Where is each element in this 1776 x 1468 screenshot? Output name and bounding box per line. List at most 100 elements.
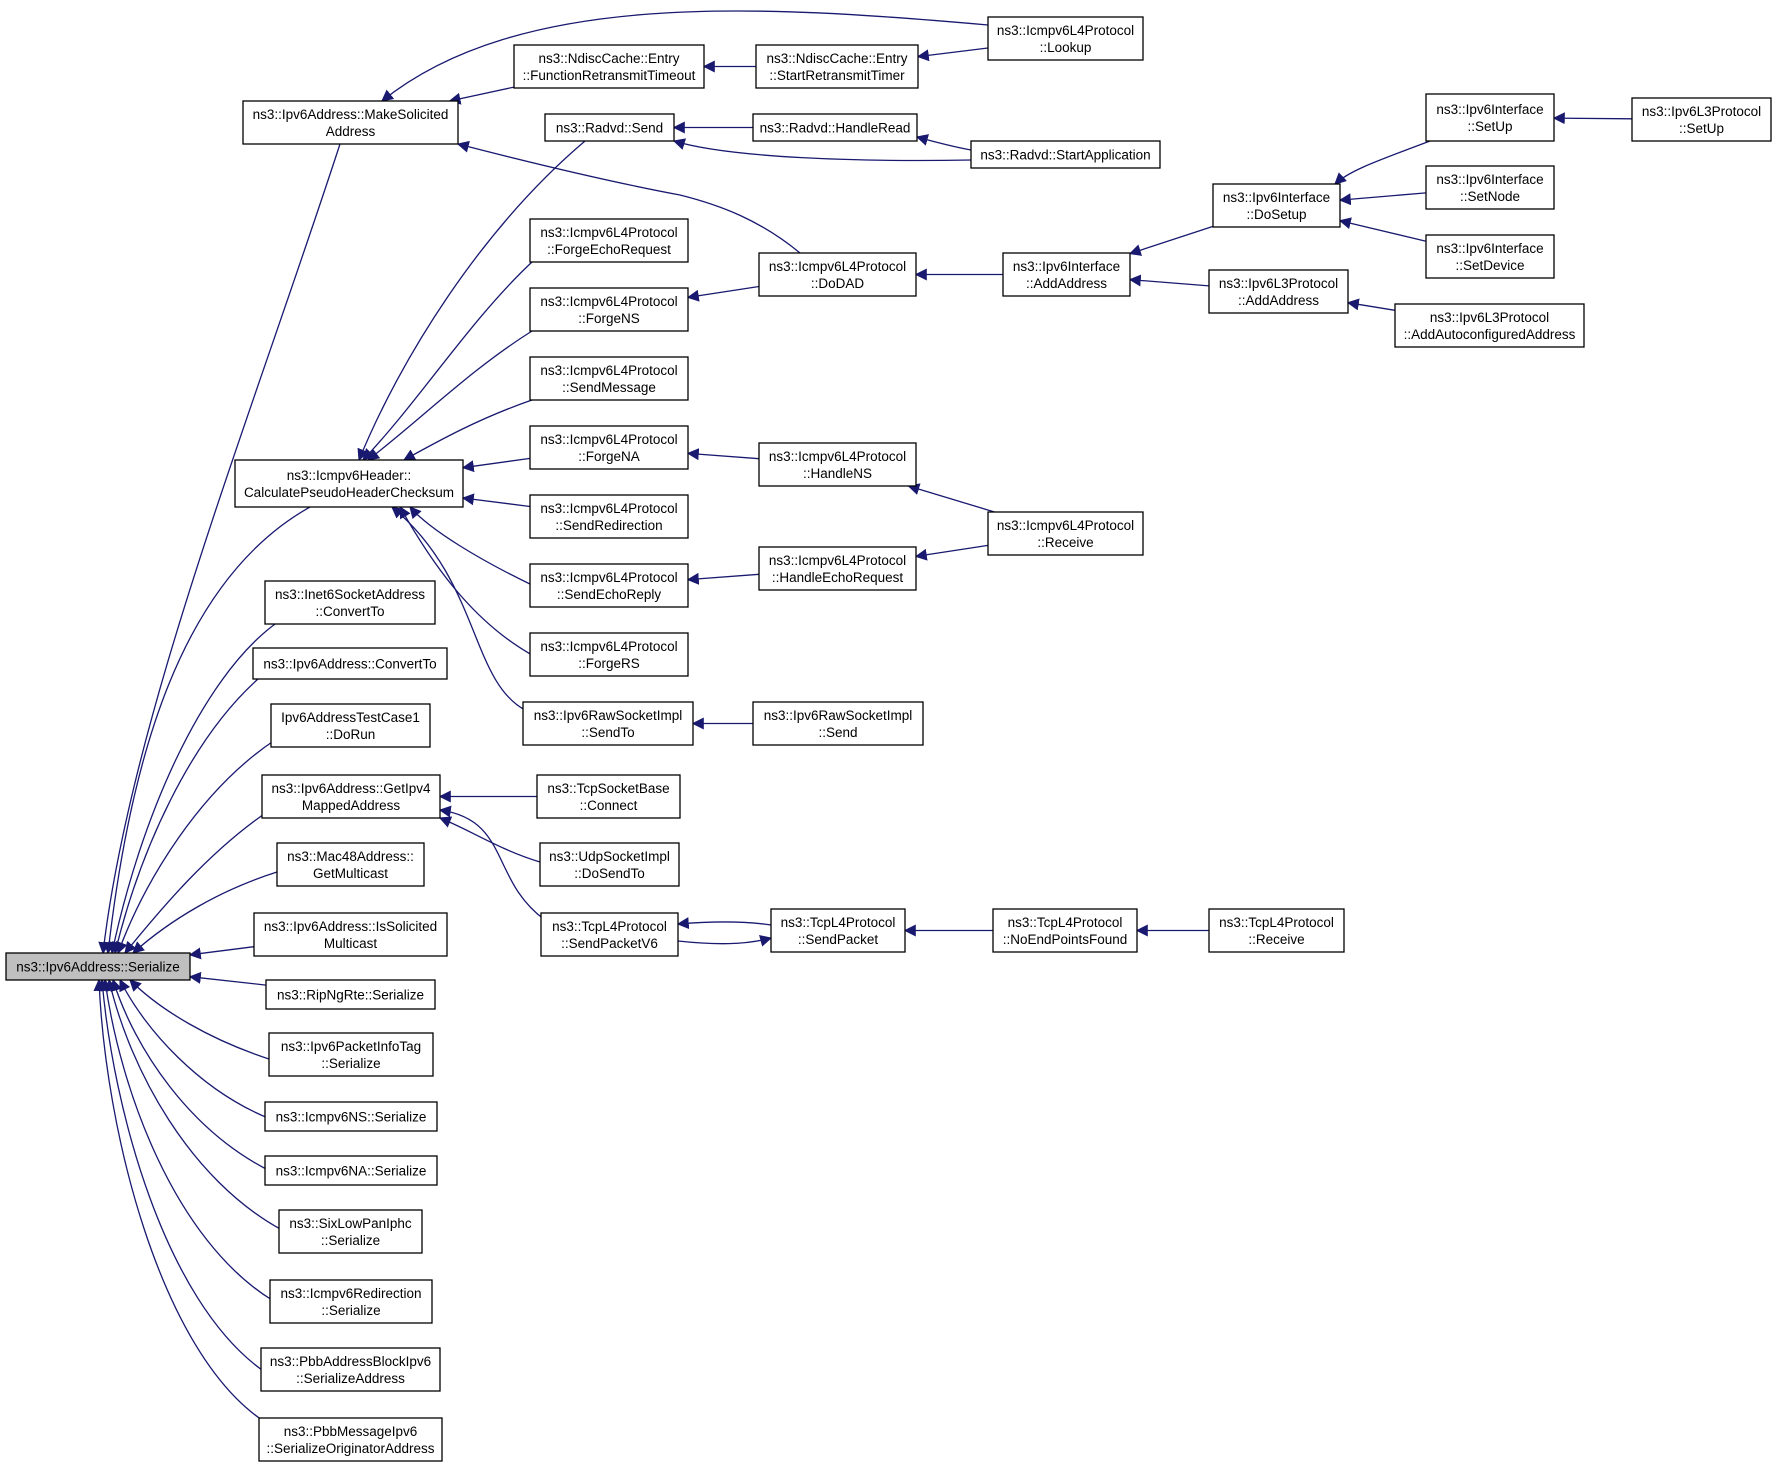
edge-pbb_block-to-root <box>96 978 263 1371</box>
node-box <box>752 113 918 142</box>
node-raw_sendto[interactable]: ns3::Ipv6RawSocketImpl::SendTo <box>522 701 694 746</box>
node-label-line: ::ForgeEchoRequest <box>547 242 671 257</box>
node-label-line: ns3::Icmpv6L4Protocol <box>540 570 677 585</box>
edge-ipv6addr_convert-to-root <box>111 678 259 955</box>
node-label-line: ::SetNode <box>1460 189 1520 204</box>
node-iface_setup[interactable]: ns3::Ipv6Interface::SetUp <box>1425 93 1555 142</box>
node-label-line: ns3::Icmpv6NS::Serialize <box>276 1110 427 1125</box>
node-ipv6addr_convert[interactable]: ns3::Ipv6Address::ConvertTo <box>252 647 448 680</box>
edge-inet6_convert-to-root <box>108 623 276 955</box>
node-label-line: ns3::Icmpv6L4Protocol <box>540 363 677 378</box>
node-radvd_handleread[interactable]: ns3::Radvd::HandleRead <box>752 113 918 142</box>
edge-radvd_startapp-to-radvd_handleread <box>915 134 972 151</box>
node-box <box>278 1209 423 1254</box>
node-label-line: ns3::Icmpv6L4Protocol <box>997 23 1134 38</box>
node-forge_na[interactable]: ns3::Icmpv6L4Protocol::ForgeNA <box>529 425 689 470</box>
node-tcp_receive[interactable]: ns3::TcpL4Protocol::Receive <box>1208 908 1345 953</box>
node-l3_autoconf[interactable]: ns3::Ipv6L3Protocol::AddAutoconfiguredAd… <box>1394 303 1585 348</box>
edge-mac48_multicast-to-root <box>132 871 278 954</box>
edge-iface_dosetup-to-iface_addaddress <box>1128 225 1214 256</box>
node-send_echo_reply[interactable]: ns3::Icmpv6L4Protocol::SendEchoReply <box>529 563 689 608</box>
node-iface_dosetup[interactable]: ns3::Ipv6Interface::DoSetup <box>1212 183 1341 228</box>
node-forge_echo_req[interactable]: ns3::Icmpv6L4Protocol::ForgeEchoRequest <box>529 218 689 263</box>
node-ripng_serialize[interactable]: ns3::RipNgRte::Serialize <box>265 979 436 1010</box>
node-label-line: ::Receive <box>1037 535 1093 550</box>
node-box <box>970 140 1161 169</box>
node-forge_ns[interactable]: ns3::Icmpv6L4Protocol::ForgeNS <box>529 287 689 332</box>
edge-send_echo_reply-to-calc_pseudo <box>409 506 533 586</box>
node-label-line: ns3::Icmpv6L4Protocol <box>540 225 677 240</box>
node-label-line: ::SetDevice <box>1455 258 1524 273</box>
node-box <box>1208 269 1349 314</box>
node-label-line: ns3::Ipv6RawSocketImpl <box>764 708 913 723</box>
edge-forge_ns-to-calc_pseudo <box>367 330 533 461</box>
node-label-line: ns3::Ipv6RawSocketImpl <box>534 708 683 723</box>
node-radvd_send[interactable]: ns3::Radvd::Send <box>544 113 675 142</box>
node-icmpv6ns_serialize[interactable]: ns3::Icmpv6NS::Serialize <box>264 1101 438 1132</box>
node-label-line: ns3::Ipv6L3Protocol <box>1430 310 1549 325</box>
node-label-line: ::Connect <box>580 798 638 813</box>
node-box <box>268 1032 434 1077</box>
node-label-line: ns3::Inet6SocketAddress <box>275 587 425 602</box>
node-handle_ns[interactable]: ns3::Icmpv6L4Protocol::HandleNS <box>758 442 917 487</box>
edge-forge_na-to-calc_pseudo <box>461 457 531 473</box>
node-send_redirection[interactable]: ns3::Icmpv6L4Protocol::SendRedirection <box>529 494 689 539</box>
node-label-line: ns3::TcpL4Protocol <box>781 915 896 930</box>
node-udp_dosendto[interactable]: ns3::UdpSocketImpl::DoSendTo <box>539 842 680 887</box>
node-testcase_dorun[interactable]: Ipv6AddressTestCase1::DoRun <box>270 703 431 748</box>
node-inet6_convert[interactable]: ns3::Inet6SocketAddress::ConvertTo <box>264 580 436 625</box>
node-label-line: ns3::Radvd::StartApplication <box>980 148 1150 163</box>
node-ndisc_func_retx[interactable]: ns3::NdiscCache::Entry::FunctionRetransm… <box>513 44 705 89</box>
node-icmpv6na_serialize[interactable]: ns3::Icmpv6NA::Serialize <box>264 1155 438 1186</box>
node-tcp_noendpoints[interactable]: ns3::TcpL4Protocol::NoEndPointsFound <box>992 908 1138 953</box>
node-label-line: ::AddAddress <box>1238 293 1319 308</box>
node-l3_setup[interactable]: ns3::Ipv6L3Protocol::SetUp <box>1631 97 1772 142</box>
node-icmp_lookup[interactable]: ns3::Icmpv6L4Protocol::Lookup <box>987 16 1144 61</box>
node-pktinfo_serialize[interactable]: ns3::Ipv6PacketInfoTag::Serialize <box>268 1032 434 1077</box>
node-calc_pseudo[interactable]: ns3::Icmpv6Header::CalculatePseudoHeader… <box>234 459 464 508</box>
node-box <box>258 1417 443 1462</box>
node-iface_addaddress[interactable]: ns3::Ipv6Interface::AddAddress <box>1002 252 1131 297</box>
node-iface_setnode[interactable]: ns3::Ipv6Interface::SetNode <box>1425 165 1555 210</box>
node-label-line: ::StartRetransmitTimer <box>769 68 905 83</box>
node-handle_echo_req[interactable]: ns3::Icmpv6L4Protocol::HandleEchoRequest <box>758 546 917 591</box>
node-label-line: ::Receive <box>1248 932 1304 947</box>
edge-icmp_lookup-to-make_solicited <box>381 10 989 102</box>
node-box <box>234 459 464 508</box>
node-root[interactable]: ns3::Ipv6Address::Serialize <box>5 952 191 981</box>
node-redirection_serialize[interactable]: ns3::Icmpv6Redirection::Serialize <box>269 1279 433 1324</box>
node-pbb_message[interactable]: ns3::PbbMessageIpv6::SerializeOriginator… <box>258 1417 443 1462</box>
node-forge_rs[interactable]: ns3::Icmpv6L4Protocol::ForgeRS <box>529 632 689 677</box>
edge-iface_setdevice-to-iface_dosetup <box>1338 217 1427 242</box>
edge-l3_setup-to-iface_setup <box>1552 112 1633 125</box>
node-tcp_sendpacket[interactable]: ns3::TcpL4Protocol::SendPacket <box>770 908 906 953</box>
node-box <box>276 842 425 887</box>
node-label-line: Multicast <box>324 936 378 951</box>
node-iface_setdevice[interactable]: ns3::Ipv6Interface::SetDevice <box>1425 234 1555 279</box>
node-label-line: ::ForgeRS <box>578 656 640 671</box>
node-label-line: ns3::Ipv6Address::Serialize <box>16 960 180 975</box>
edge-make_solicited-to-root <box>98 143 341 955</box>
node-dodad[interactable]: ns3::Icmpv6L4Protocol::DoDAD <box>758 252 917 297</box>
node-label-line: ns3::SixLowPanIphc <box>289 1216 412 1231</box>
node-icmp_receive[interactable]: ns3::Icmpv6L4Protocol::Receive <box>987 511 1144 556</box>
node-label-line: ::SerializeAddress <box>296 1371 405 1386</box>
node-raw_send[interactable]: ns3::Ipv6RawSocketImpl::Send <box>752 701 924 746</box>
node-pbb_block[interactable]: ns3::PbbAddressBlockIpv6::SerializeAddre… <box>260 1347 441 1392</box>
node-label-line: ns3::Icmpv6L4Protocol <box>540 294 677 309</box>
edge-ripng_serialize-to-root <box>188 971 267 986</box>
node-box <box>758 546 917 591</box>
node-label-line: ns3::PbbMessageIpv6 <box>284 1424 418 1439</box>
node-sixlowpan_serialize[interactable]: ns3::SixLowPanIphc::Serialize <box>278 1209 423 1254</box>
node-box <box>1425 93 1555 142</box>
node-ndisc_start_retx[interactable]: ns3::NdiscCache::Entry::StartRetransmitT… <box>755 44 919 89</box>
node-radvd_startapp[interactable]: ns3::Radvd::StartApplication <box>970 140 1161 169</box>
node-send_message[interactable]: ns3::Icmpv6L4Protocol::SendMessage <box>529 356 689 401</box>
node-mac48_multicast[interactable]: ns3::Mac48Address::GetMulticast <box>276 842 425 887</box>
node-l3_addaddress[interactable]: ns3::Ipv6L3Protocol::AddAddress <box>1208 269 1349 314</box>
node-tcp_connect[interactable]: ns3::TcpSocketBase::Connect <box>536 774 681 819</box>
node-tcp_sendpacketv6[interactable]: ns3::TcpL4Protocol::SendPacketV6 <box>540 912 679 957</box>
